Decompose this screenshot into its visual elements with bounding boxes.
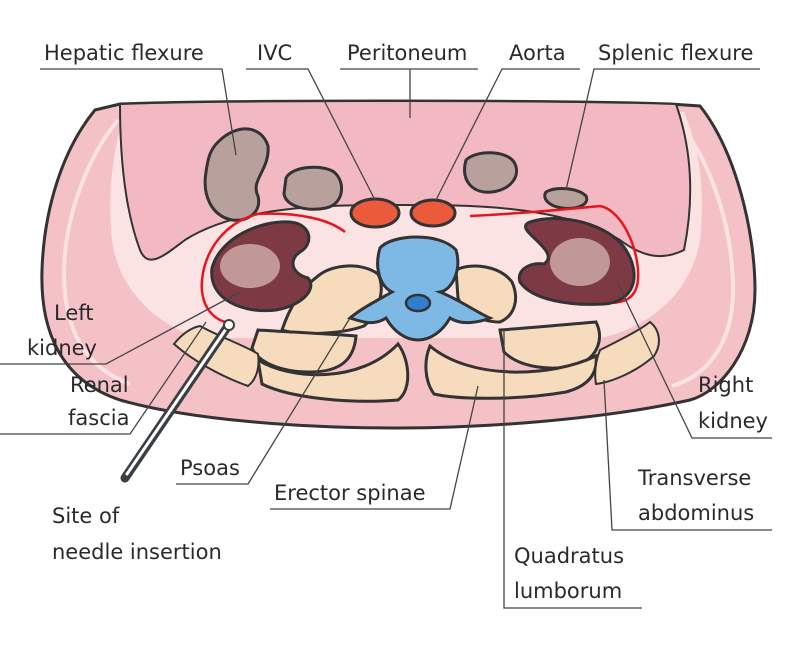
label-right-kidney-line2: kidney bbox=[698, 409, 768, 433]
label-renal-fascia-line1: Renal bbox=[70, 373, 129, 397]
hepatic-flexure-shape bbox=[203, 127, 270, 222]
label-quadratus-line1: Quadratus bbox=[514, 544, 624, 568]
label-hepatic-flexure: Hepatic flexure bbox=[44, 41, 204, 65]
leader-renal-fascia bbox=[0, 321, 207, 435]
leader-hepatic-flexure bbox=[40, 68, 237, 156]
label-transverse-line2: abdominus bbox=[638, 501, 754, 525]
leader-ivc bbox=[246, 68, 376, 201]
label-renal-fascia-line2: fascia bbox=[68, 406, 129, 430]
bowel-loop-right bbox=[463, 151, 518, 194]
ivc-shape bbox=[349, 197, 401, 229]
label-peritoneum: Peritoneum bbox=[347, 41, 467, 65]
renal-fascia-left bbox=[200, 212, 346, 324]
spinal-canal bbox=[404, 293, 432, 313]
label-left-kidney-line2: kidney bbox=[27, 336, 97, 360]
needle-tip bbox=[223, 319, 235, 331]
label-ivc: IVC bbox=[257, 41, 292, 65]
label-transverse-line1: Transverse bbox=[637, 466, 751, 490]
label-quadratus-line2: lumborum bbox=[514, 579, 622, 603]
leader-right-kidney bbox=[617, 283, 772, 439]
leader-lines bbox=[0, 68, 772, 609]
skin-inner-line bbox=[61, 118, 736, 388]
label-erector-spinae: Erector spinae bbox=[274, 481, 426, 505]
label-left-kidney-line1: Left bbox=[54, 301, 94, 325]
erector-spinae-left-shape bbox=[255, 341, 410, 403]
leader-erector-spinae bbox=[270, 385, 479, 510]
right-kidney-highlight bbox=[550, 238, 610, 286]
leader-aorta bbox=[435, 68, 580, 201]
label-splenic-flexure: Splenic flexure bbox=[598, 41, 753, 65]
label-aorta: Aorta bbox=[509, 41, 566, 65]
label-needle-site-line1: Site of bbox=[52, 504, 120, 528]
quadratus-right-shape bbox=[498, 320, 601, 370]
leader-transverse bbox=[603, 379, 772, 531]
aorta-shape bbox=[409, 198, 457, 228]
leader-splenic-flexure bbox=[565, 68, 760, 191]
bowel-loop-left bbox=[282, 165, 343, 211]
needle-shaft-highlight bbox=[125, 327, 228, 476]
leader-peritoneum bbox=[340, 68, 478, 118]
left-kidney-highlight bbox=[220, 244, 280, 288]
erector-spinae-right-shape bbox=[424, 343, 598, 400]
vertebra-shape bbox=[346, 235, 494, 342]
leader-left-kidney bbox=[0, 291, 241, 365]
label-needle-site-line2: needle insertion bbox=[52, 540, 222, 564]
quadratus-left-shape bbox=[250, 328, 358, 374]
leader-psoas bbox=[176, 317, 351, 485]
leader-quadratus bbox=[503, 330, 642, 609]
label-right-kidney-line1: Right bbox=[698, 373, 753, 397]
renal-fascia-right bbox=[469, 204, 640, 304]
transverse-abdominus-left-shape bbox=[172, 324, 260, 388]
label-psoas: Psoas bbox=[180, 456, 240, 480]
splenic-flexure-shape bbox=[543, 187, 589, 210]
